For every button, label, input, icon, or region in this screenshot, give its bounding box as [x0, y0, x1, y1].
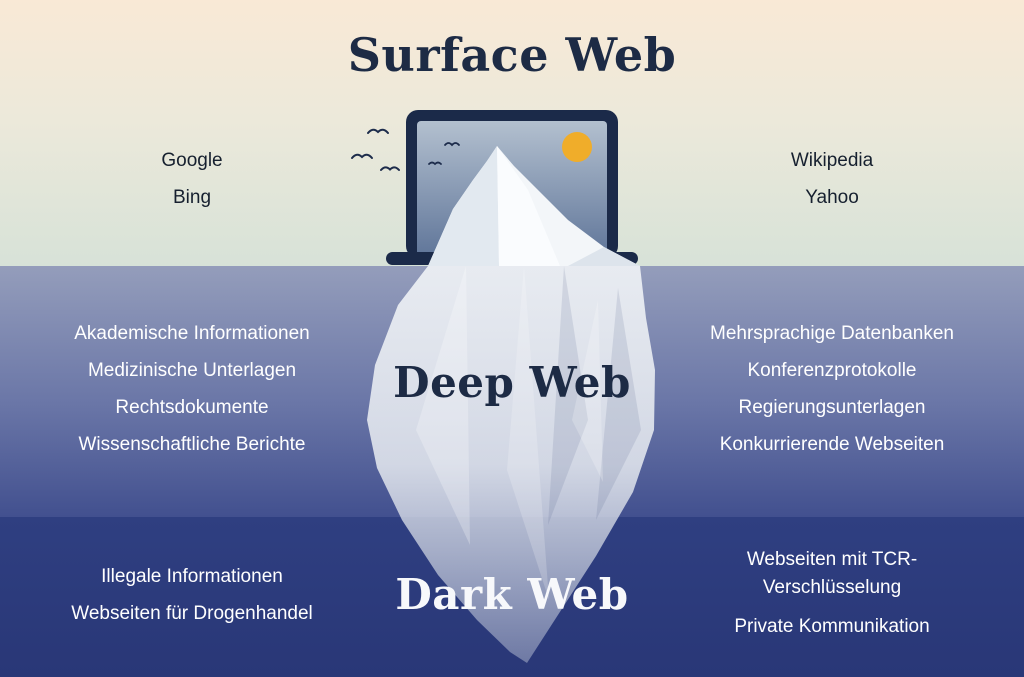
deep-web-title: Deep Web [393, 358, 631, 407]
iceberg-facet [497, 146, 560, 266]
dark-web-title: Dark Web [395, 570, 629, 619]
deep-right-label: Mehrsprachige Datenbanken [710, 323, 954, 344]
deep-left-labels: Akademische Informationen Medizinische U… [0, 315, 384, 463]
deep-right-label: Regierungsunterlagen [738, 397, 926, 418]
dark-left-labels: Illegale Informationen Webseiten für Dro… [0, 558, 384, 632]
dark-right-label: Private Kommunikation [734, 616, 930, 637]
surface-left-label: Bing [172, 187, 212, 208]
deep-left-label: Rechtsdokumente [115, 397, 269, 418]
iceberg-illustration [367, 146, 655, 663]
dark-left-label: Illegale Informationen [101, 566, 283, 587]
iceberg-facet [548, 266, 588, 525]
dark-left-label: Webseiten für Drogenhandel [71, 603, 313, 624]
dark-right-labels: Webseiten mit TCR-Verschlüsselung Privat… [640, 546, 1024, 641]
bird-icon [428, 142, 460, 166]
deep-right-labels: Mehrsprachige Datenbanken Konferenzproto… [640, 315, 1024, 463]
iceberg-facet [416, 266, 470, 545]
sun-icon [562, 132, 592, 162]
dark-right-label: Webseiten mit TCR-Verschlüsselung [746, 549, 918, 598]
deep-right-label: Konferenzprotokolle [747, 360, 917, 381]
surface-right-label: Yahoo [805, 187, 859, 208]
deep-left-label: Wissenschaftliche Berichte [78, 434, 306, 455]
surface-right-label: Wikipedia [790, 150, 874, 171]
iceberg-facet [507, 266, 549, 600]
deep-left-label: Medizinische Unterlagen [87, 360, 297, 381]
surface-right-labels: Wikipedia Yahoo [640, 142, 1024, 216]
iceberg-facet [596, 288, 641, 520]
bird-icon [351, 128, 400, 171]
surface-left-label: Google [161, 150, 223, 171]
iceberg-facet [568, 247, 640, 266]
iceberg-facet [572, 300, 603, 482]
surface-left-labels: Google Bing [0, 142, 384, 216]
iceberg-facet [428, 146, 499, 266]
deep-left-label: Akademische Informationen [74, 323, 310, 344]
surface-web-title: Surface Web [347, 28, 677, 82]
deep-right-label: Konkurrierende Webseiten [719, 434, 945, 455]
iceberg-underwater [367, 266, 655, 663]
